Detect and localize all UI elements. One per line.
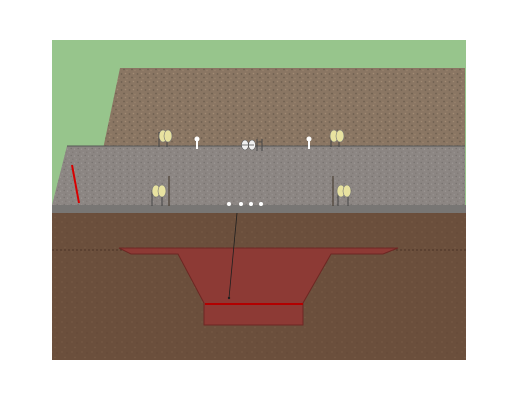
lower-target-right (332, 176, 352, 206)
vertical-reference-point (227, 296, 231, 300)
upper-target-right (329, 129, 345, 147)
center-target-group (241, 139, 263, 151)
ground-lip (52, 205, 466, 213)
upper-target-left (158, 129, 173, 147)
ground-markers-row (227, 202, 263, 206)
mid-berm (52, 146, 465, 205)
upper-marker-left (194, 136, 200, 149)
vertical-reference-line (228, 212, 238, 299)
trench-profile (118, 247, 399, 326)
far-gravel-slope (103, 68, 465, 149)
lower-target-left (151, 176, 170, 206)
red-pole (71, 164, 80, 204)
upper-marker-right (306, 136, 312, 149)
